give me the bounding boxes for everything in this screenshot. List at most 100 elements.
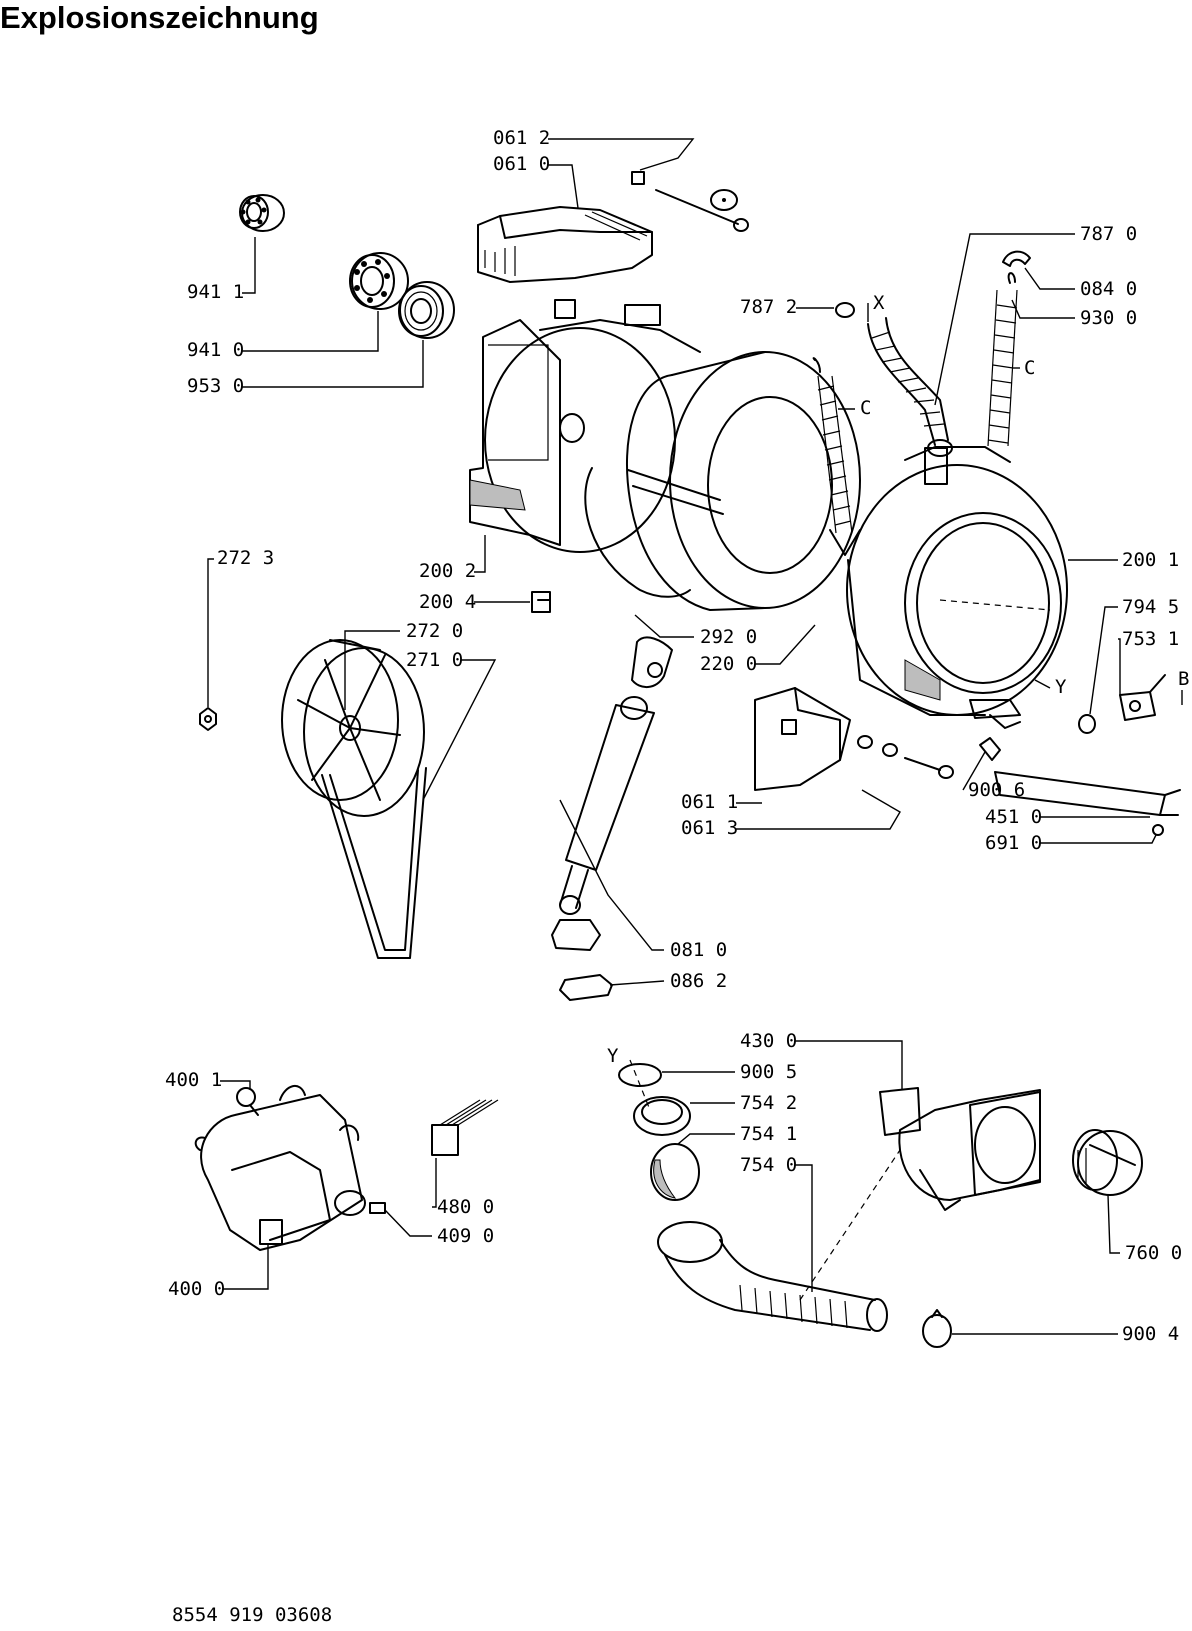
drain-pump-drawing xyxy=(879,1087,1041,1211)
leader-line xyxy=(934,233,1075,406)
part-label: 220 0 xyxy=(700,653,757,675)
drive-belt-drawing xyxy=(321,767,427,959)
reference-markers: X C C B Y Y xyxy=(607,292,1189,1067)
leader-line xyxy=(795,1164,813,1292)
part-label: 760 0 xyxy=(1125,1242,1182,1264)
part-label: 953 0 xyxy=(187,375,244,397)
part-label: 754 1 xyxy=(740,1123,797,1145)
leader-line xyxy=(634,614,694,638)
part-label: 200 4 xyxy=(419,591,476,613)
leader-line xyxy=(1118,638,1121,696)
counterweight-washer-bolt-drawing xyxy=(857,735,954,779)
part-label: 787 2 xyxy=(740,296,797,318)
shaft-seal-drawing xyxy=(398,281,455,339)
leader-line xyxy=(1040,834,1157,844)
leader-line xyxy=(384,1209,432,1237)
part-label: 753 1 xyxy=(1122,628,1179,650)
motor-connector-drawing xyxy=(431,1099,499,1156)
part-label: 200 1 xyxy=(1122,549,1179,571)
page-title: Explosionszeichnung xyxy=(0,0,319,35)
part-label: 086 2 xyxy=(670,970,727,992)
part-label: 430 0 xyxy=(740,1030,797,1052)
leader-line xyxy=(432,1158,437,1208)
leader-line xyxy=(344,630,400,710)
part-label: 081 0 xyxy=(670,939,727,961)
leader-line xyxy=(207,558,214,707)
part-label: 061 1 xyxy=(681,791,738,813)
counterweight-front-drawing xyxy=(754,687,851,791)
thermostat-drawing xyxy=(1119,674,1166,721)
part-label: 400 0 xyxy=(168,1278,225,1300)
part-label: 900 4 xyxy=(1122,1323,1179,1345)
leader-line xyxy=(677,1133,735,1145)
leader-line xyxy=(548,164,579,209)
part-label: 084 0 xyxy=(1080,278,1137,300)
bush-drawing xyxy=(1078,714,1096,734)
part-label: 754 0 xyxy=(740,1154,797,1176)
leader-line xyxy=(223,1244,269,1290)
counterweight-top-drawing xyxy=(477,206,653,283)
front-tub-drawing xyxy=(846,446,1068,729)
leader-line xyxy=(242,311,379,352)
drum-drawing xyxy=(626,351,861,611)
leader-line xyxy=(1024,267,1075,290)
part-label: 941 0 xyxy=(187,339,244,361)
leader-line xyxy=(474,535,486,573)
reference-marker-c: C xyxy=(860,397,871,419)
leader-line xyxy=(609,980,665,986)
tub-hose-drawing xyxy=(867,317,953,457)
leader-line xyxy=(559,799,664,951)
document-number: 8554 919 03608 xyxy=(172,1604,333,1626)
counterweight-bolt-drawing xyxy=(631,171,749,232)
part-label: 787 0 xyxy=(1080,223,1137,245)
carbon-brush-drawing xyxy=(369,1202,386,1214)
reference-marker-x: X xyxy=(873,292,885,314)
part-label: 061 2 xyxy=(493,127,550,149)
leader-line xyxy=(220,1080,251,1090)
heating-element-drawing xyxy=(994,771,1181,836)
part-label: 451 0 xyxy=(985,806,1042,828)
bearing-large-drawing xyxy=(349,252,409,310)
hose-clamp-drawing xyxy=(835,302,855,318)
part-label: 480 0 xyxy=(437,1196,494,1218)
motor-drawing xyxy=(194,1085,366,1251)
leader-line xyxy=(422,659,497,801)
leader-line xyxy=(242,340,424,388)
part-label: 200 2 xyxy=(419,560,476,582)
part-label: 941 1 xyxy=(187,281,244,303)
retaining-ring-drawing xyxy=(618,1063,662,1087)
leader-line xyxy=(548,138,695,171)
leader-line xyxy=(755,624,816,665)
leader-line xyxy=(1089,606,1118,715)
part-label: 930 0 xyxy=(1080,307,1137,329)
part-label: 900 5 xyxy=(740,1061,797,1083)
marker-leader-line xyxy=(1034,679,1051,689)
spring-clip-drawing xyxy=(979,737,1001,761)
reference-marker-y: Y xyxy=(607,1045,619,1067)
reference-marker-y: Y xyxy=(1055,676,1067,698)
sump-seal-drawing xyxy=(633,1096,691,1136)
assembly-guide-lines xyxy=(629,599,1051,1301)
bearing-small-drawing xyxy=(239,194,285,232)
suspension-spring-right-drawing xyxy=(987,272,1018,447)
pump-filter-drawing xyxy=(1072,1129,1143,1196)
drum-gasket-drawing xyxy=(584,467,691,598)
part-label: 691 0 xyxy=(985,832,1042,854)
shock-absorber-drawing xyxy=(551,636,673,951)
part-labels: 061 2 061 0 787 0 941 1 084 0 787 2 930 … xyxy=(165,127,1182,1345)
part-label: 400 1 xyxy=(165,1069,222,1091)
part-label: 271 0 xyxy=(406,649,463,671)
part-label: 272 3 xyxy=(217,547,274,569)
leader-line xyxy=(795,1040,903,1090)
part-label: 292 0 xyxy=(700,626,757,648)
drum-pulley-drawing xyxy=(281,639,425,817)
sump-ball-drawing xyxy=(650,1143,700,1201)
tub-clip-drawing xyxy=(531,591,551,613)
pulley-nut-drawing xyxy=(199,707,217,731)
part-label: 061 0 xyxy=(493,153,550,175)
sump-hose-drawing xyxy=(657,1221,888,1332)
part-label: 061 3 xyxy=(681,817,738,839)
leader-line xyxy=(736,789,901,830)
part-label: 409 0 xyxy=(437,1225,494,1247)
